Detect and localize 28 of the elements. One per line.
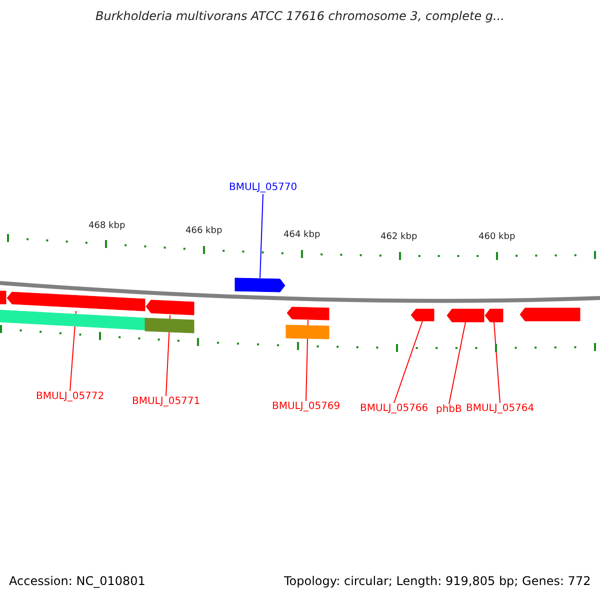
gene-feature xyxy=(484,308,504,322)
accession-text: Accession: NC_010801 xyxy=(9,574,146,588)
gene-label: BMULJ_05766 xyxy=(360,403,428,415)
gene-label: BMULJ_05764 xyxy=(466,403,534,415)
scale-label: 466 kbp xyxy=(186,226,222,236)
gene-feature xyxy=(286,306,330,320)
gene-label: BMULJ_05769 xyxy=(272,401,340,413)
leader-line xyxy=(260,194,264,278)
leader-line xyxy=(494,322,500,404)
title: Burkholderia multivorans ATCC 17616 chromosome 3, complete g... xyxy=(94,9,506,23)
scale-label: 460 kbp xyxy=(478,232,516,242)
scale-label: 468 kbp xyxy=(88,221,126,231)
gene-feature xyxy=(146,300,194,316)
summary-text: Topology: circular; Length: 919,805 bp; Genes: 772 xyxy=(284,574,591,588)
gene-feature xyxy=(520,308,580,322)
coding-region xyxy=(286,324,330,340)
scale-label: 464 kbp xyxy=(284,230,320,240)
coding-region xyxy=(144,318,194,334)
leader-line xyxy=(394,320,423,404)
gene-label: BMULJ_05771 xyxy=(132,396,200,408)
gene-label: phbB xyxy=(436,404,462,416)
gene-label: BMULJ_05772 xyxy=(36,391,104,403)
coding-region xyxy=(0,310,146,330)
leader-line xyxy=(448,322,466,404)
gene-feature xyxy=(410,308,434,322)
gene-feature xyxy=(234,278,286,292)
scale-label: 462 kbp xyxy=(380,232,418,242)
gene-label: BMULJ_05770 xyxy=(229,182,298,194)
